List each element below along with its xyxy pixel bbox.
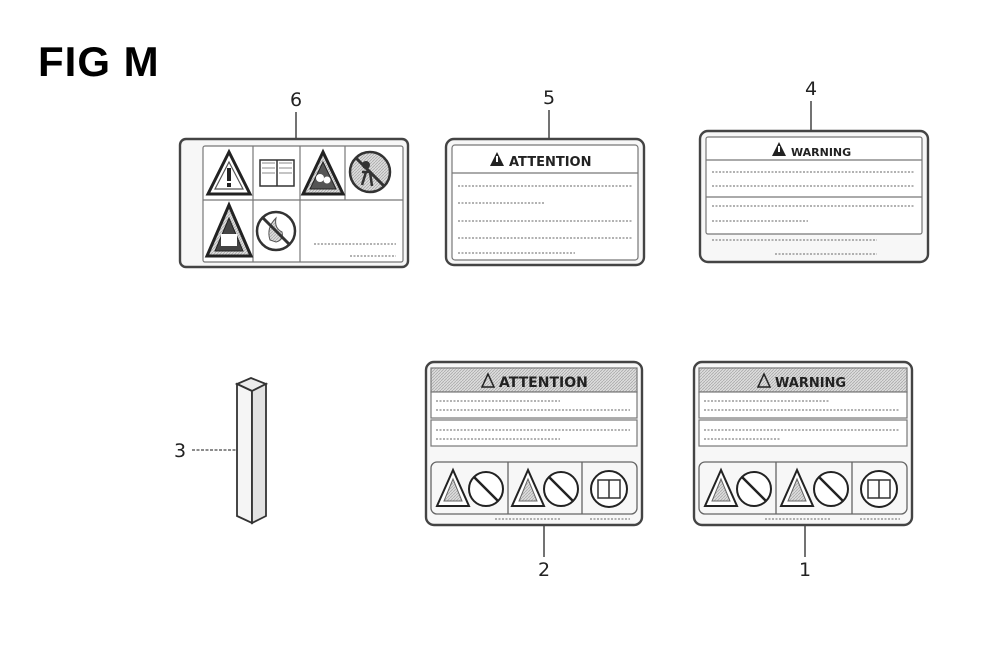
crush-warning-icon [204,201,254,258]
callout-4: 4 [805,78,817,100]
manual-book-icon [860,470,898,508]
part-3-bar[interactable]: 3 [174,377,269,525]
label-5[interactable]: 5 ATTENTION [444,87,646,267]
label-6[interactable]: 6 [178,89,410,269]
callout-6: 6 [290,89,302,111]
warning-triangle-icon [480,372,496,388]
label-2[interactable]: ATTENTION [424,360,644,581]
callout-2: 2 [538,559,550,581]
callout-1: 1 [799,559,811,581]
label-1-header: WARNING [775,376,846,391]
label-5-header: ATTENTION [509,155,591,170]
warning-triangle-icon [779,467,815,507]
figure-title: FIG M [38,38,160,85]
label-4-header: WARNING [791,146,851,159]
warning-triangle-icon [490,152,504,166]
prohibition-icon [543,471,579,507]
no-fire-prohibition-icon [255,210,297,252]
label-4[interactable]: 4 WARNING [698,78,930,264]
warning-triangle-icon [435,467,471,507]
hot-surface-warning-icon [300,148,346,196]
manual-book-icon [590,470,628,508]
prohibition-icon [468,471,504,507]
prohibition-icon [813,471,849,507]
manual-book-icon [259,159,295,187]
warning-triangle-icon [205,148,253,196]
prohibition-icon [736,471,772,507]
label-2-header: ATTENTION [499,375,588,391]
callout-5: 5 [543,87,555,109]
no-children-prohibition-icon [348,150,392,194]
warning-triangle-icon [756,372,772,388]
callout-3: 3 [174,440,186,462]
label-1[interactable]: WARNING 1 [692,360,914,581]
warning-triangle-icon [703,467,739,507]
warning-triangle-icon [772,142,786,156]
warning-triangle-icon [510,467,546,507]
